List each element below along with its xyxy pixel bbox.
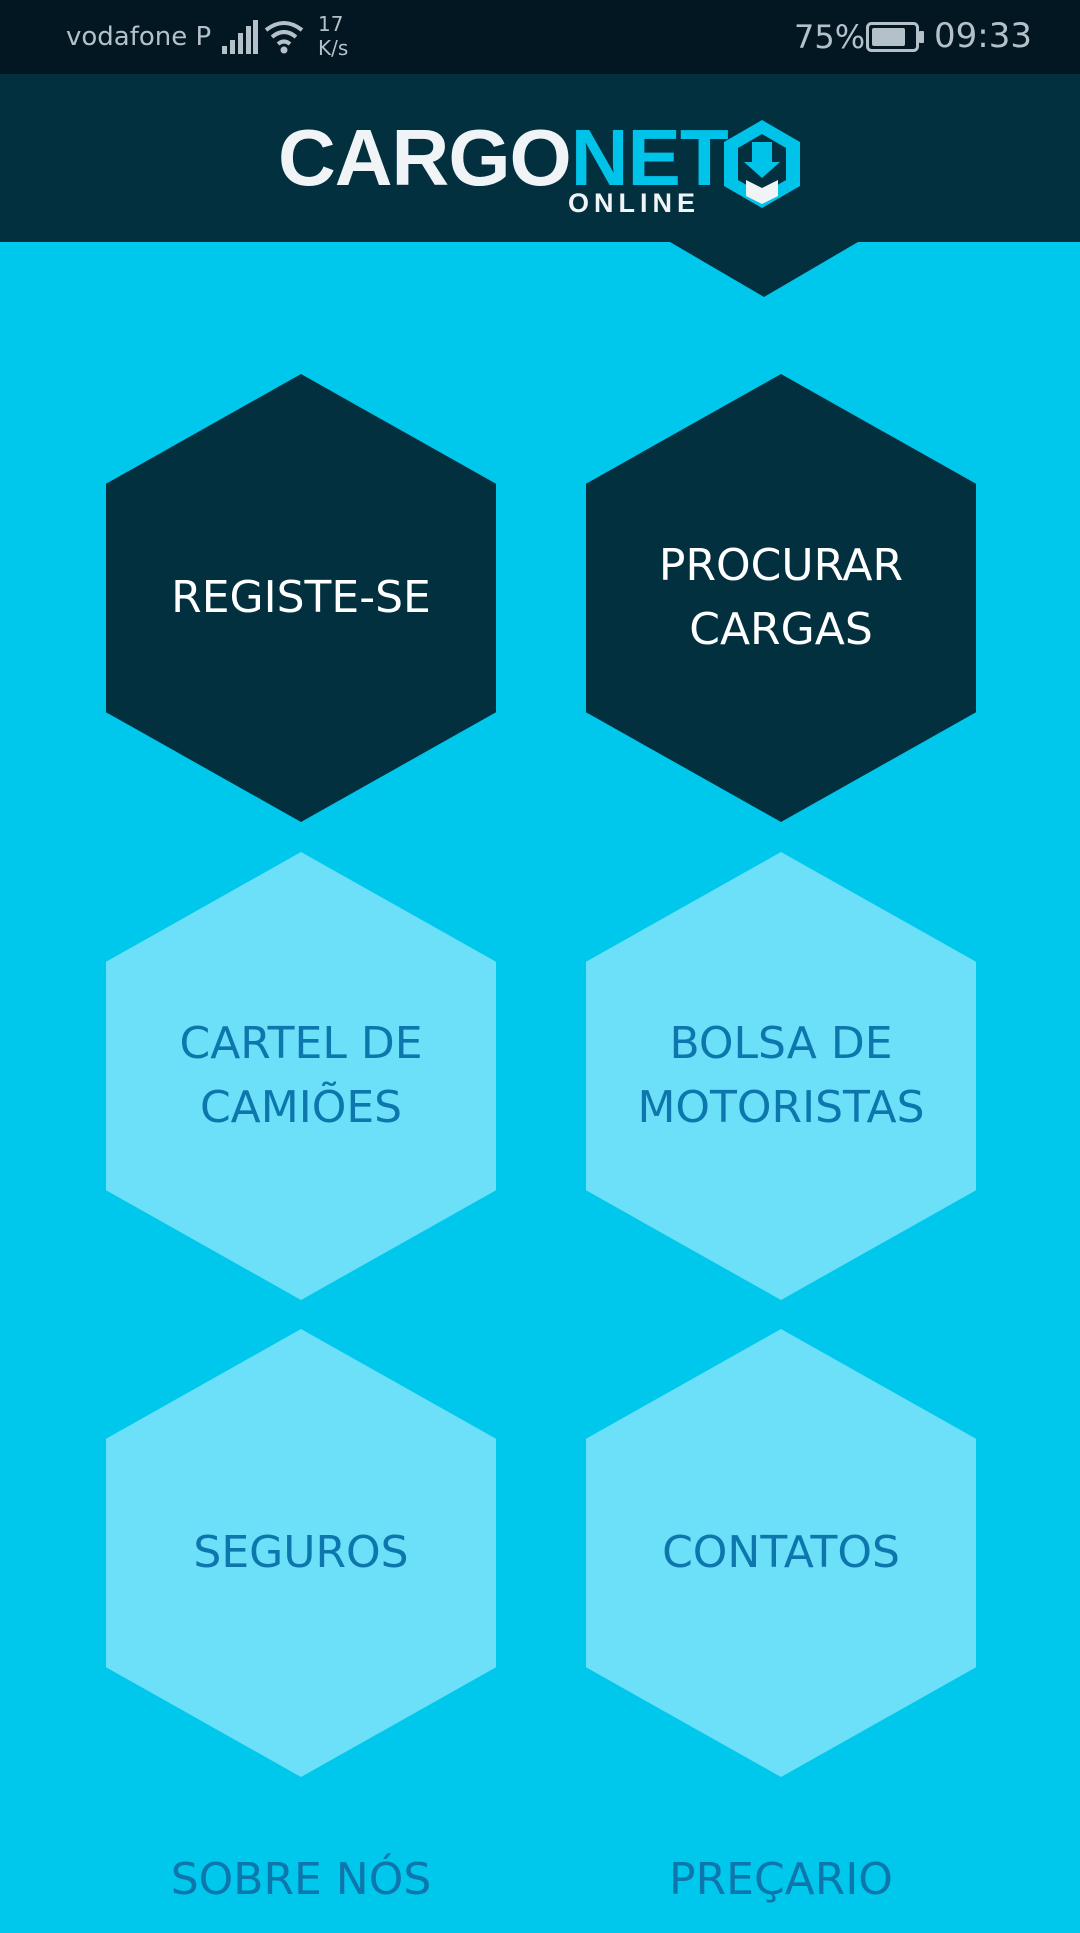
header-notch xyxy=(670,242,858,297)
pricing-link[interactable]: PREÇARIO xyxy=(669,1854,893,1905)
app-header xyxy=(0,74,1080,242)
search-loads-label-line-1: PROCURAR xyxy=(658,540,904,591)
logo-word-cargo: CARGO xyxy=(278,113,572,202)
contacts-button[interactable]: CONTATOS xyxy=(586,1329,976,1777)
register-button[interactable]: REGISTE-SE xyxy=(106,374,496,822)
network-speed: 17 K/s xyxy=(318,12,348,60)
insurance-button[interactable]: SEGUROS xyxy=(106,1329,496,1777)
network-speed-value: 17 xyxy=(318,12,344,36)
driver-pool-label-line-2: MOTORISTAS xyxy=(637,1082,925,1133)
logo-wordmark: CARGONET xyxy=(278,118,729,198)
driver-pool-button[interactable]: BOLSA DE MOTORISTAS xyxy=(586,852,976,1300)
clock: 09:33 xyxy=(934,16,1032,56)
truck-board-label-line-1: CARTEL DE xyxy=(179,1018,423,1069)
network-speed-unit: K/s xyxy=(318,36,349,60)
contacts-label: CONTATOS xyxy=(662,1527,900,1578)
wifi-icon xyxy=(264,21,304,54)
carrier-name: vodafone P xyxy=(66,22,212,52)
status-bar: vodafone P 17 K/s 75% 09:33 xyxy=(0,0,1080,74)
truck-board-button[interactable]: CARTEL DE CAMIÕES xyxy=(106,852,496,1300)
search-loads-button[interactable]: PROCURAR CARGAS xyxy=(586,374,976,822)
battery-percent: 75% xyxy=(794,18,866,56)
logo-word-net: NET xyxy=(570,113,729,202)
cargonet-logo: CARGONET ONLINE xyxy=(278,118,808,222)
hexagon-truck-logo-icon xyxy=(724,120,800,208)
truck-board-label-line-2: CAMIÕES xyxy=(199,1082,403,1133)
cell-signal-icon xyxy=(222,20,258,54)
register-label: REGISTE-SE xyxy=(171,572,431,623)
search-loads-label-line-2: CARGAS xyxy=(689,604,873,655)
about-us-link[interactable]: SOBRE NÓS xyxy=(170,1854,432,1905)
driver-pool-label-line-1: BOLSA DE xyxy=(669,1018,893,1069)
battery-icon xyxy=(866,22,924,52)
insurance-label: SEGUROS xyxy=(193,1527,409,1578)
logo-subtitle: ONLINE xyxy=(568,188,701,218)
